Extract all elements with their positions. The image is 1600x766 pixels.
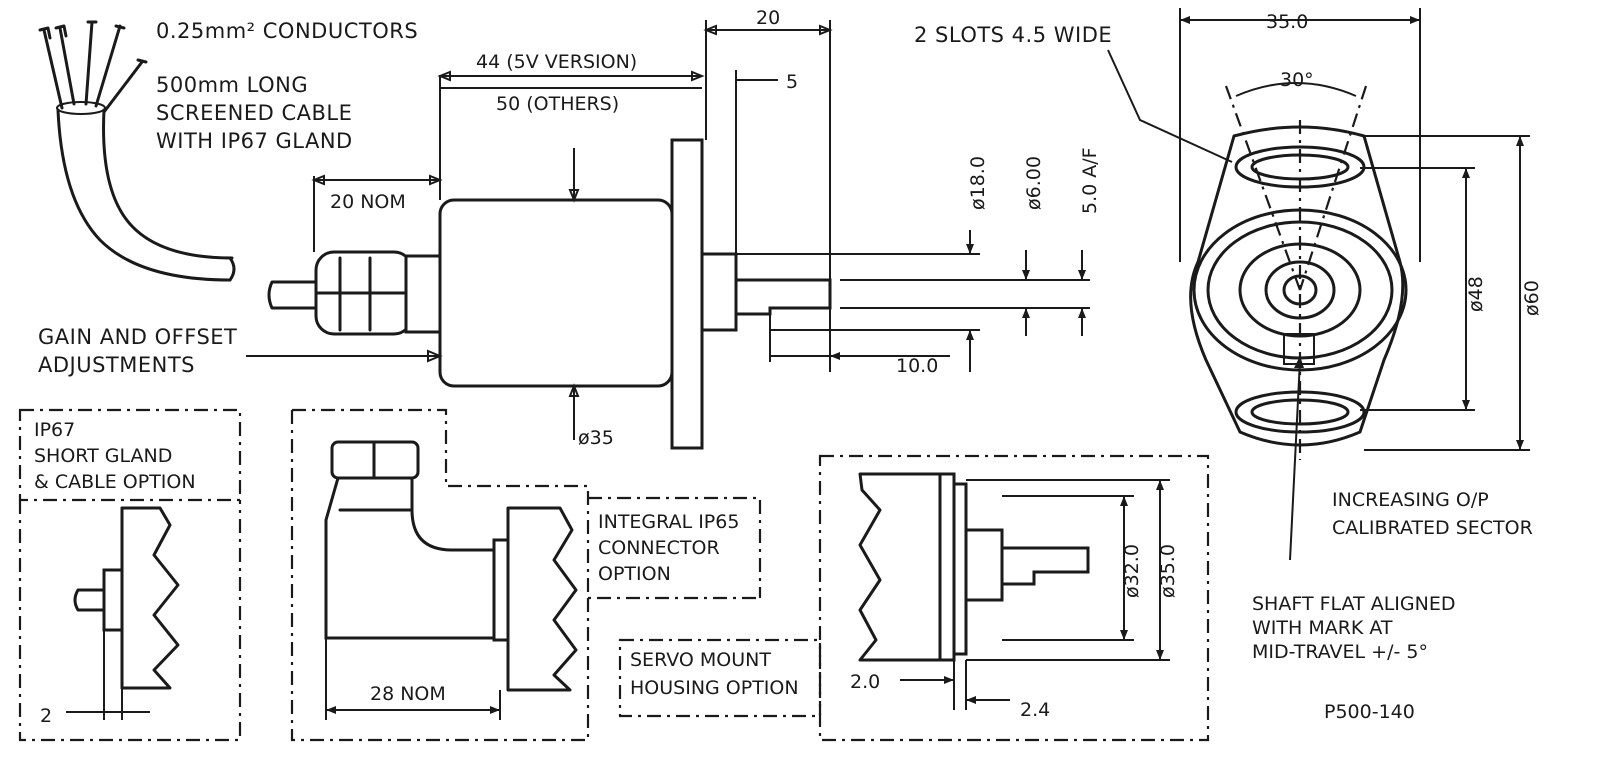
dim-gland-20-nom: 20 NOM bbox=[330, 191, 406, 213]
label-increasing-line2: CALIBRATED SECTOR bbox=[1332, 517, 1533, 539]
label-cable-line1: 500mm LONG bbox=[156, 73, 308, 97]
dim-step-5: 5 bbox=[786, 71, 798, 93]
label-part-number: P500-140 bbox=[1324, 701, 1415, 723]
dim-servo-35: ø35.0 bbox=[1157, 544, 1179, 598]
dim-servo-2-0: 2.0 bbox=[850, 671, 880, 693]
label-shaft-line1: SHAFT FLAT ALIGNED bbox=[1252, 593, 1455, 615]
dim-servo-32: ø32.0 bbox=[1121, 544, 1143, 598]
ip65-option-view bbox=[290, 408, 762, 742]
dim-len-others: 50 (OTHERS) bbox=[496, 93, 619, 115]
dim-width-35: 35.0 bbox=[1266, 11, 1308, 33]
cable-with-conductors bbox=[38, 20, 236, 282]
label-increasing-line1: INCREASING O/P bbox=[1332, 489, 1489, 511]
dim-len-5v: 44 (5V VERSION) bbox=[476, 51, 637, 73]
label-servo-line2: HOUSING OPTION bbox=[630, 677, 799, 699]
ip67-option-view bbox=[18, 408, 242, 742]
sensor-end-view bbox=[1107, 8, 1530, 561]
dim-angle-30: 30° bbox=[1280, 69, 1314, 91]
label-ip67-line1: IP67 bbox=[34, 419, 75, 441]
label-shaft-line2: WITH MARK AT bbox=[1252, 617, 1393, 639]
sensor-side-view bbox=[267, 138, 832, 450]
dim-dia-48: ø48 bbox=[1465, 276, 1487, 312]
dim-short-2: 2 bbox=[40, 705, 52, 727]
label-ip65-line3: OPTION bbox=[598, 563, 671, 585]
dim-shaft-10: 10.0 bbox=[896, 355, 938, 377]
servo-option-view bbox=[618, 454, 1210, 742]
label-ip67-line2: SHORT GLAND bbox=[34, 445, 172, 467]
label-slots: 2 SLOTS 4.5 WIDE bbox=[914, 23, 1112, 47]
label-servo-line1: SERVO MOUNT bbox=[630, 649, 771, 671]
dim-servo-2-4: 2.4 bbox=[1020, 699, 1050, 721]
dim-connector-28-nom: 28 NOM bbox=[370, 683, 446, 705]
dim-dia-18: ø18.0 bbox=[967, 156, 989, 210]
dim-af-5: 5.0 A/F bbox=[1079, 147, 1101, 214]
dim-flange-20: 20 bbox=[756, 7, 780, 29]
label-cable-line3: WITH IP67 GLAND bbox=[156, 129, 353, 153]
label-shaft-line3: MID-TRAVEL +/- 5° bbox=[1252, 641, 1428, 663]
dim-dia-35: ø35 bbox=[578, 427, 614, 449]
label-conductors: 0.25mm² CONDUCTORS bbox=[156, 19, 418, 43]
label-cable-line2: SCREENED CABLE bbox=[156, 101, 352, 125]
side-view-dimensions bbox=[246, 20, 1090, 440]
label-ip65-line2: CONNECTOR bbox=[598, 537, 720, 559]
label-ip65-line1: INTEGRAL IP65 bbox=[598, 511, 739, 533]
label-ip67-line3: & CABLE OPTION bbox=[34, 471, 196, 493]
label-gain-line2: ADJUSTMENTS bbox=[38, 353, 195, 377]
dim-dia-60: ø60 bbox=[1521, 280, 1543, 316]
dim-dia-6: ø6.00 bbox=[1023, 156, 1045, 210]
label-gain-line1: GAIN AND OFFSET bbox=[38, 325, 237, 349]
